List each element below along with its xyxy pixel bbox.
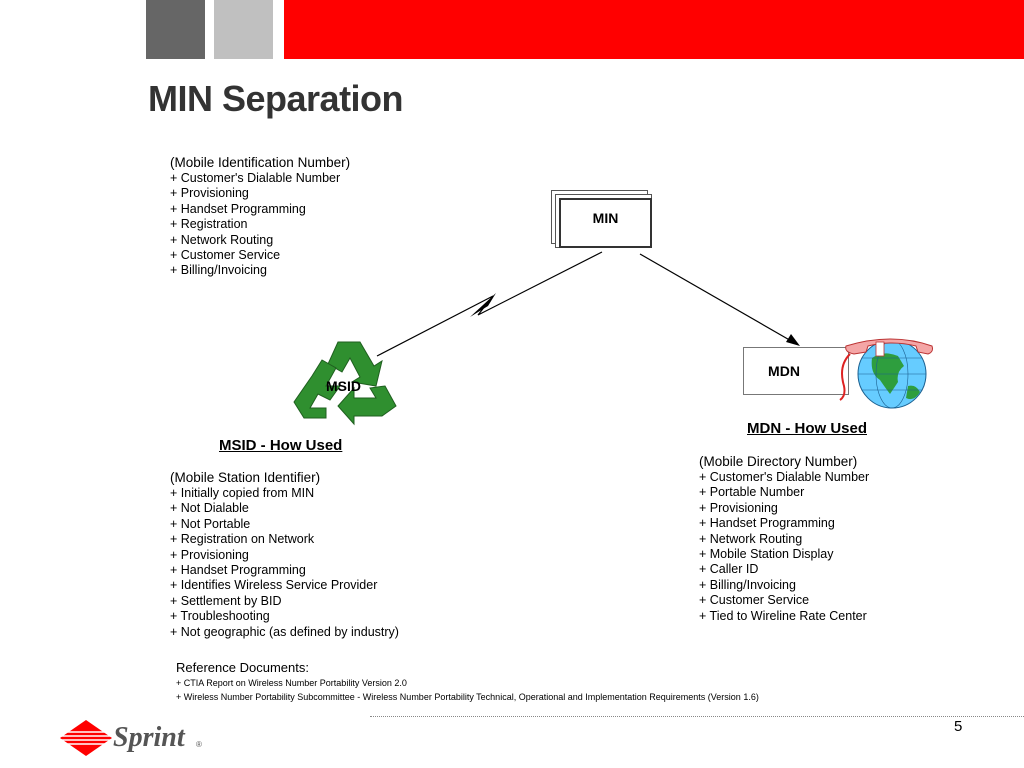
list-item: + Billing/Invoicing <box>699 577 796 592</box>
mdn-connector <box>639 253 794 343</box>
list-item: + Provisioning <box>170 186 249 201</box>
header-block-dark <box>146 0 205 59</box>
min-description: (Mobile Identification Number) + Custome… <box>170 155 350 279</box>
sprint-logo-text: Sprint <box>113 722 185 753</box>
min-box-label: MIN <box>592 210 619 226</box>
footer-divider <box>370 716 1024 717</box>
registered-mark: ® <box>196 740 202 749</box>
list-item: + Identifies Wireless Service Provider <box>170 578 378 593</box>
header-bar-red <box>284 0 1024 59</box>
list-item: + Handset Programming <box>170 563 306 578</box>
list-item: + Mobile Station Display <box>699 547 834 562</box>
min-header: (Mobile Identification Number) <box>170 155 351 170</box>
list-item: + Handset Programming <box>699 516 835 531</box>
list-item: + Network Routing <box>699 531 803 546</box>
msid-icon-label: MSID <box>326 378 361 394</box>
page-number: 5 <box>954 718 963 735</box>
list-item: + Not Dialable <box>170 501 249 516</box>
list-item: + Customer Service <box>699 593 810 608</box>
list-item: + Not geographic (as defined by industry… <box>170 624 399 639</box>
min-box: MIN <box>559 198 652 248</box>
min-list: + Customer's Dialable Number + Provision… <box>170 171 350 279</box>
header-block-light <box>214 0 273 59</box>
lightning-bolt <box>470 293 496 317</box>
msid-header: (Mobile Station Identifier) <box>170 470 321 485</box>
reference-header: Reference Documents: <box>176 660 309 675</box>
list-item: + Tied to Wireline Rate Center <box>699 608 867 623</box>
list-item: + Handset Programming <box>170 201 306 216</box>
mdn-description: (Mobile Directory Number) + Customer's D… <box>699 454 869 624</box>
list-item: + Troubleshooting <box>170 609 270 624</box>
list-item: + Customer Service <box>170 248 281 263</box>
globe-phone-icon <box>839 338 933 409</box>
list-item: + CTIA Report on Wireless Number Portabi… <box>176 678 407 688</box>
msid-description: (Mobile Station Identifier) + Initially … <box>170 470 399 640</box>
msid-list: + Initially copied from MIN + Not Dialab… <box>170 486 399 640</box>
reference-documents: Reference Documents: + CTIA Report on Wi… <box>176 659 759 704</box>
sprint-diamond-icon <box>60 720 112 756</box>
list-item: + Initially copied from MIN <box>170 486 315 500</box>
list-item: + Customer's Dialable Number <box>170 171 341 185</box>
list-item: + Wireless Number Portability Subcommitt… <box>176 692 759 702</box>
list-item: + Caller ID <box>699 562 759 577</box>
list-item: + Not Portable <box>170 516 251 531</box>
list-item: + Provisioning <box>699 500 778 515</box>
list-item: + Portable Number <box>699 485 805 500</box>
list-item: + Customer's Dialable Number <box>699 470 870 484</box>
recycle-icon <box>293 341 397 426</box>
lightning-connector <box>376 251 603 357</box>
list-item: + Provisioning <box>170 547 249 562</box>
list-item: + Registration <box>170 217 248 232</box>
mdn-list: + Customer's Dialable Number + Portable … <box>699 470 869 624</box>
mdn-box: MDN <box>743 347 849 395</box>
msid-subtitle: MSID - How Used <box>219 437 343 454</box>
mdn-subtitle: MDN - How Used <box>747 420 867 437</box>
list-item: + Settlement by BID <box>170 593 282 608</box>
mdn-header: (Mobile Directory Number) <box>699 454 858 469</box>
page-title: MIN Separation <box>148 78 404 119</box>
list-item: + Registration on Network <box>170 532 315 547</box>
list-item: + Network Routing <box>170 232 274 247</box>
mdn-box-label: MDN <box>768 363 800 379</box>
mdn-arrowhead <box>786 334 800 346</box>
list-item: + Billing/Invoicing <box>170 263 267 278</box>
